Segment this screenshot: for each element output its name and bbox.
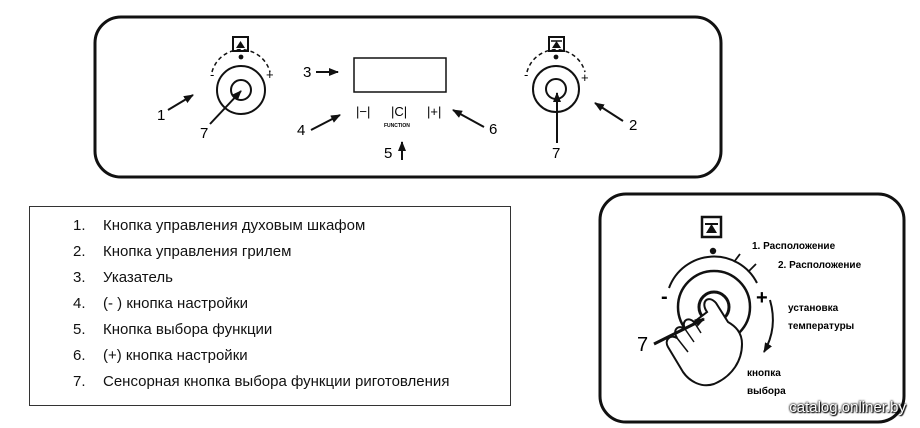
- detail-minus-label: -: [661, 286, 668, 308]
- callout-1: 1: [157, 94, 194, 124]
- svg-text:3: 3: [303, 64, 311, 81]
- oven-knob[interactable]: - +: [210, 36, 274, 115]
- grill-plus-label: +: [581, 70, 589, 85]
- legend-item: 6.(+) кнопка настройки: [73, 347, 248, 364]
- grill-knob[interactable]: - +: [524, 36, 589, 113]
- rotation-arrow: [763, 299, 774, 353]
- control-panel-frame: [93, 15, 723, 179]
- legend-box: 1.Кнопка управления духовым шкафом 2.Кно…: [29, 206, 511, 406]
- position-1-tick: [733, 253, 741, 263]
- svg-text:1: 1: [157, 107, 165, 124]
- legend-item: 7.Сенсорная кнопка выбора функции ригото…: [73, 373, 450, 390]
- display-function-button[interactable]: |C|: [391, 104, 407, 119]
- svg-text:7: 7: [637, 334, 648, 356]
- display-screen: [353, 57, 447, 93]
- svg-text:2: 2: [629, 117, 637, 134]
- callout-2: 2: [594, 102, 637, 134]
- callout-3: 3: [303, 64, 339, 81]
- temperature-label-line2: температуры: [788, 321, 854, 332]
- temperature-label-line1: установка: [788, 303, 839, 314]
- svg-text:6: 6: [489, 121, 497, 138]
- legend-item: 4.(- ) кнопка настройки: [73, 295, 249, 312]
- callout-7-right: 7: [552, 92, 561, 162]
- detail-frame: [598, 192, 906, 424]
- svg-text:5: 5: [384, 145, 392, 162]
- detail-plus-label: +: [756, 287, 768, 309]
- position-1-label: 1. Расположение: [752, 241, 836, 252]
- function-caption: FUNCTION: [384, 123, 410, 129]
- svg-text:7: 7: [552, 145, 560, 162]
- legend-item: 1.Кнопка управления духовым шкафом: [73, 217, 366, 234]
- callout-6: 6: [452, 109, 497, 138]
- oven-minus-label: -: [210, 67, 214, 82]
- grill-minus-label: -: [524, 67, 528, 82]
- display-plus-button[interactable]: |+|: [427, 104, 441, 119]
- legend-item: 5.Кнопка выбора функции: [73, 321, 273, 338]
- select-label-line2: выбора: [747, 385, 786, 397]
- display-minus-button[interactable]: |−|: [356, 104, 370, 119]
- position-2-label: 2. Расположение: [778, 260, 862, 271]
- legend-item: 3.Указатель: [73, 269, 173, 286]
- callout-5: 5: [384, 141, 406, 162]
- svg-text:7: 7: [200, 125, 208, 142]
- callout-7-left: 7: [200, 90, 242, 142]
- detail-callout-7: 7: [637, 317, 705, 356]
- select-label-line1: кнопка: [747, 368, 781, 379]
- legend-item: 2.Кнопка управления грилем: [73, 243, 292, 260]
- oven-plus-label: +: [266, 67, 274, 82]
- position-2-tick: [747, 263, 757, 273]
- callout-4: 4: [297, 114, 341, 139]
- watermark: catalog.onliner.by: [789, 399, 906, 416]
- svg-text:4: 4: [297, 122, 305, 139]
